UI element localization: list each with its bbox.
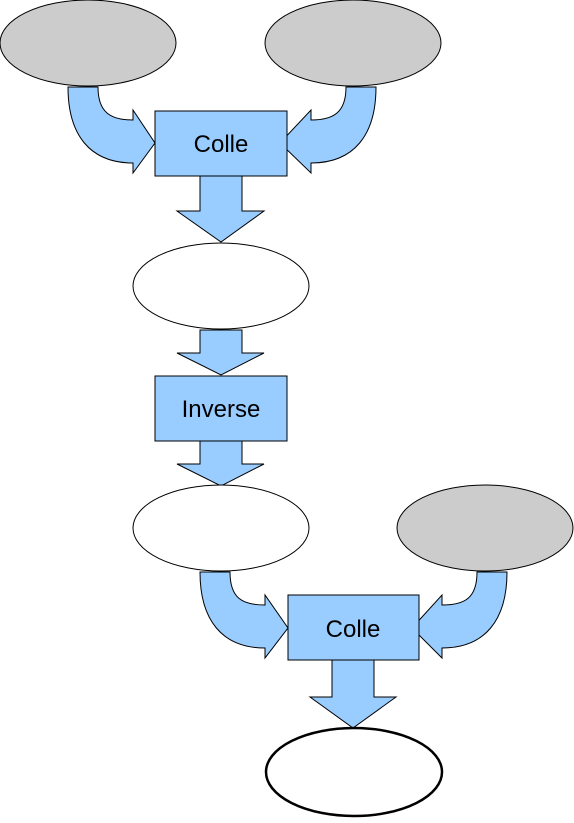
- curved-arrow-right-to-colle-1: [279, 86, 377, 175]
- input-node-top-left: [0, 0, 177, 87]
- down-arrow-2: [176, 329, 265, 376]
- inverse-label: Inverse: [182, 396, 261, 423]
- down-arrow-4: [308, 659, 398, 729]
- curved-arrow-right-to-colle-2: [411, 571, 508, 660]
- inverse-box: [154, 375, 288, 442]
- colle-label-1: Colle: [194, 131, 249, 158]
- intermediate-node-2: [132, 484, 310, 572]
- output-node: [264, 726, 444, 818]
- input-node-bottom-right: [396, 484, 574, 572]
- colle-label-2: Colle: [326, 616, 381, 643]
- curved-arrow-left-to-colle-1: [67, 86, 156, 175]
- colle-box-2: [287, 594, 420, 661]
- input-node-top-right: [264, 0, 442, 87]
- curved-arrow-left-to-colle-2: [199, 571, 289, 660]
- intermediate-node-1: [132, 242, 310, 330]
- down-arrow-1: [175, 175, 266, 243]
- colle-box-1: [154, 110, 288, 177]
- down-arrow-3: [176, 440, 265, 487]
